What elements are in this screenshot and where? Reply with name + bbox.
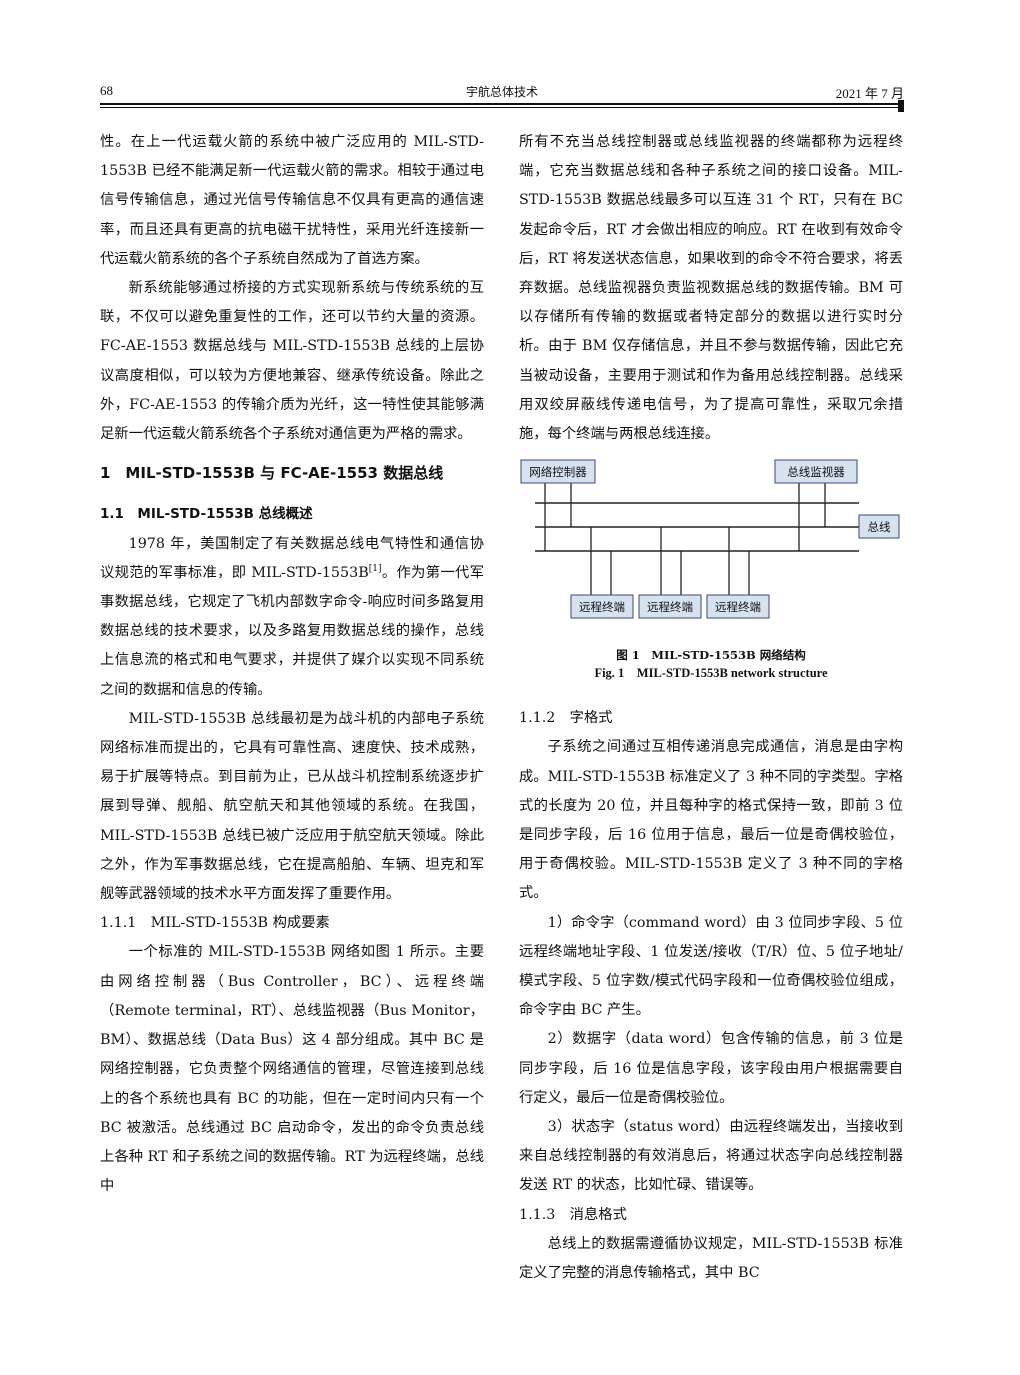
journal-title: 宇航总体技术: [465, 85, 538, 99]
left-column: 性。在上一代运载火箭的系统中被广泛应用的 MIL-STD-1553B 已经不能满…: [100, 128, 484, 1201]
rt-box-2: [638, 594, 702, 619]
paragraph: 3）状态字（status word）由远程终端发出，当接收到来自总线控制器的有效…: [519, 1119, 903, 1194]
paragraph: 1）命令字（command word）由 3 位同步字段、5 位远程终端地址字段…: [519, 914, 903, 1019]
header-rule-cap: [898, 100, 904, 112]
network-diagram: 网络控制器 总线监视器 总线 远程终端 远程终端 远程终端: [520, 459, 900, 619]
paragraph: 新系统能够通过桥接的方式实现新系统与传统系统的互联，不仅可以避免重复性的工作，还…: [100, 280, 484, 443]
bm-label: 总线监视器: [787, 465, 845, 479]
running-header: 68 宇航总体技术 2021 年 7 月: [100, 80, 904, 102]
rt-label-3: 远程终端: [715, 600, 761, 614]
citation-ref[interactable]: [1]: [368, 564, 382, 575]
bus-label: 总线: [868, 520, 891, 534]
subsection-heading: 1.1 MIL-STD-1553B 总线概述: [100, 506, 313, 523]
subsubsection-heading: 1.1.1 MIL-STD-1553B 构成要素: [100, 915, 330, 932]
right-column: 所有不充当总线控制器或总线监视器的终端都称为远程终端，它充当数据总线和各种子系统…: [519, 128, 903, 1288]
paragraph: MIL-STD-1553B 总线最初是为战斗机的内部电子系统网络标准而提出的，它…: [100, 710, 484, 903]
page-number: 68: [100, 83, 113, 98]
figure-network-structure: 网络控制器 总线监视器 总线 远程终端 远程终端 远程终端: [519, 459, 903, 644]
figure-caption-cn: 图 1 MIL-STD-1553B 网络结构: [616, 648, 806, 663]
paragraph: 总线上的数据需遵循协议规定，MIL-STD-1553B 标准定义了完整的消息传输…: [519, 1235, 903, 1282]
rt-label-2: 远程终端: [647, 600, 693, 614]
bus-box: [858, 514, 900, 539]
subsubsection-heading: 1.1.3 消息格式: [519, 1206, 627, 1223]
paragraph: 一个标准的 MIL-STD-1553B 网络如图 1 所示。主要由网络控制器（B…: [100, 944, 484, 1195]
paragraph: 性。在上一代运载火箭的系统中被广泛应用的 MIL-STD-1553B 已经不能满…: [100, 134, 484, 267]
paragraph: 2）数据字（data word）包含传输的信息，前 3 位是同步字段，后 16 …: [519, 1031, 903, 1106]
rt-box-3: [706, 594, 770, 619]
section-heading: 1 MIL-STD-1553B 与 FC-AE-1553 数据总线: [100, 464, 444, 483]
paragraph-text: 1978 年，美国制定了有关数据总线电气特性和通信协议规范的军事标准，即 MIL…: [100, 535, 484, 581]
rt-label-1: 远程终端: [579, 600, 625, 614]
bc-label: 网络控制器: [529, 465, 587, 479]
bm-box: [774, 459, 858, 484]
figure-caption-en: Fig. 1 MIL-STD-1553B network structure: [594, 666, 828, 681]
rt-box-1: [570, 594, 634, 619]
subsubsection-heading: 1.1.2 字格式: [519, 710, 613, 727]
paragraph: 子系统之间通过互相传递消息完成通信，消息是由字构成。MIL-STD-1553B …: [519, 739, 903, 902]
paragraph: 所有不充当总线控制器或总线监视器的终端都称为远程终端，它充当数据总线和各种子系统…: [519, 134, 903, 443]
paragraph: 1978 年，美国制定了有关数据总线电气特性和通信协议规范的军事标准，即 MIL…: [100, 530, 484, 705]
header-rule-thin: [100, 107, 904, 108]
bc-box: [520, 459, 596, 484]
issue-date: 2021 年 7 月: [835, 86, 904, 101]
header-rule-thick: [100, 103, 904, 105]
paragraph-text: 。作为第一代军事数据总线，它规定了飞机内部数字命令-响应时间多路复用数据总线的技…: [100, 564, 484, 698]
